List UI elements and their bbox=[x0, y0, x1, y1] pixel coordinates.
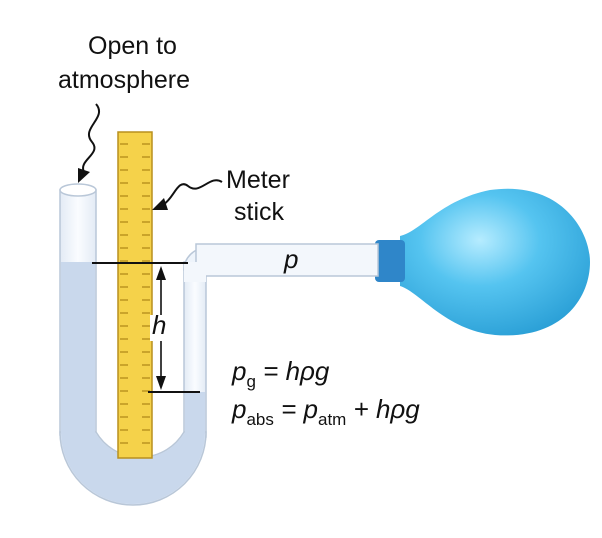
open-end bbox=[59, 183, 97, 197]
liquid-bend bbox=[61, 432, 205, 504]
open-label-line2: atmosphere bbox=[58, 66, 190, 94]
double-arrow-icon bbox=[150, 266, 172, 390]
squiggle-arrow-icon bbox=[78, 103, 100, 183]
meter-stick-ticks bbox=[120, 143, 150, 444]
horizontal-tube bbox=[195, 243, 379, 277]
liquid-left bbox=[61, 262, 95, 434]
gauge-equation: pg = hρg bbox=[231, 356, 330, 391]
liquid bbox=[61, 262, 205, 504]
meter-label-line2: stick bbox=[234, 198, 285, 226]
abs-lhs-sub: abs bbox=[246, 410, 273, 429]
meter-stick-body bbox=[117, 131, 153, 459]
open-label-line1: Open to bbox=[88, 32, 177, 60]
abs-rhs: + hρg bbox=[346, 394, 420, 424]
meter-stick bbox=[117, 131, 153, 459]
bulb-body bbox=[400, 188, 590, 336]
right-arm-upper bbox=[184, 262, 206, 282]
pressure-label: p bbox=[283, 244, 298, 274]
squiggle-arrow-icon-meter bbox=[152, 179, 223, 210]
height-label: h bbox=[152, 310, 166, 340]
absolute-equation: pabs = patm + hρg bbox=[231, 394, 420, 429]
gauge-rhs: = hρg bbox=[256, 356, 330, 386]
abs-lhs: p bbox=[231, 394, 246, 424]
abs-mid-sub: atm bbox=[318, 410, 346, 429]
rubber-bulb bbox=[375, 188, 590, 336]
abs-mid: = p bbox=[274, 394, 318, 424]
gauge-lhs-sub: g bbox=[246, 372, 255, 391]
meter-label-line1: Meter bbox=[226, 166, 290, 194]
liquid-right bbox=[185, 392, 205, 434]
gauge-lhs: p bbox=[231, 356, 246, 386]
bulb-collar bbox=[375, 240, 405, 282]
